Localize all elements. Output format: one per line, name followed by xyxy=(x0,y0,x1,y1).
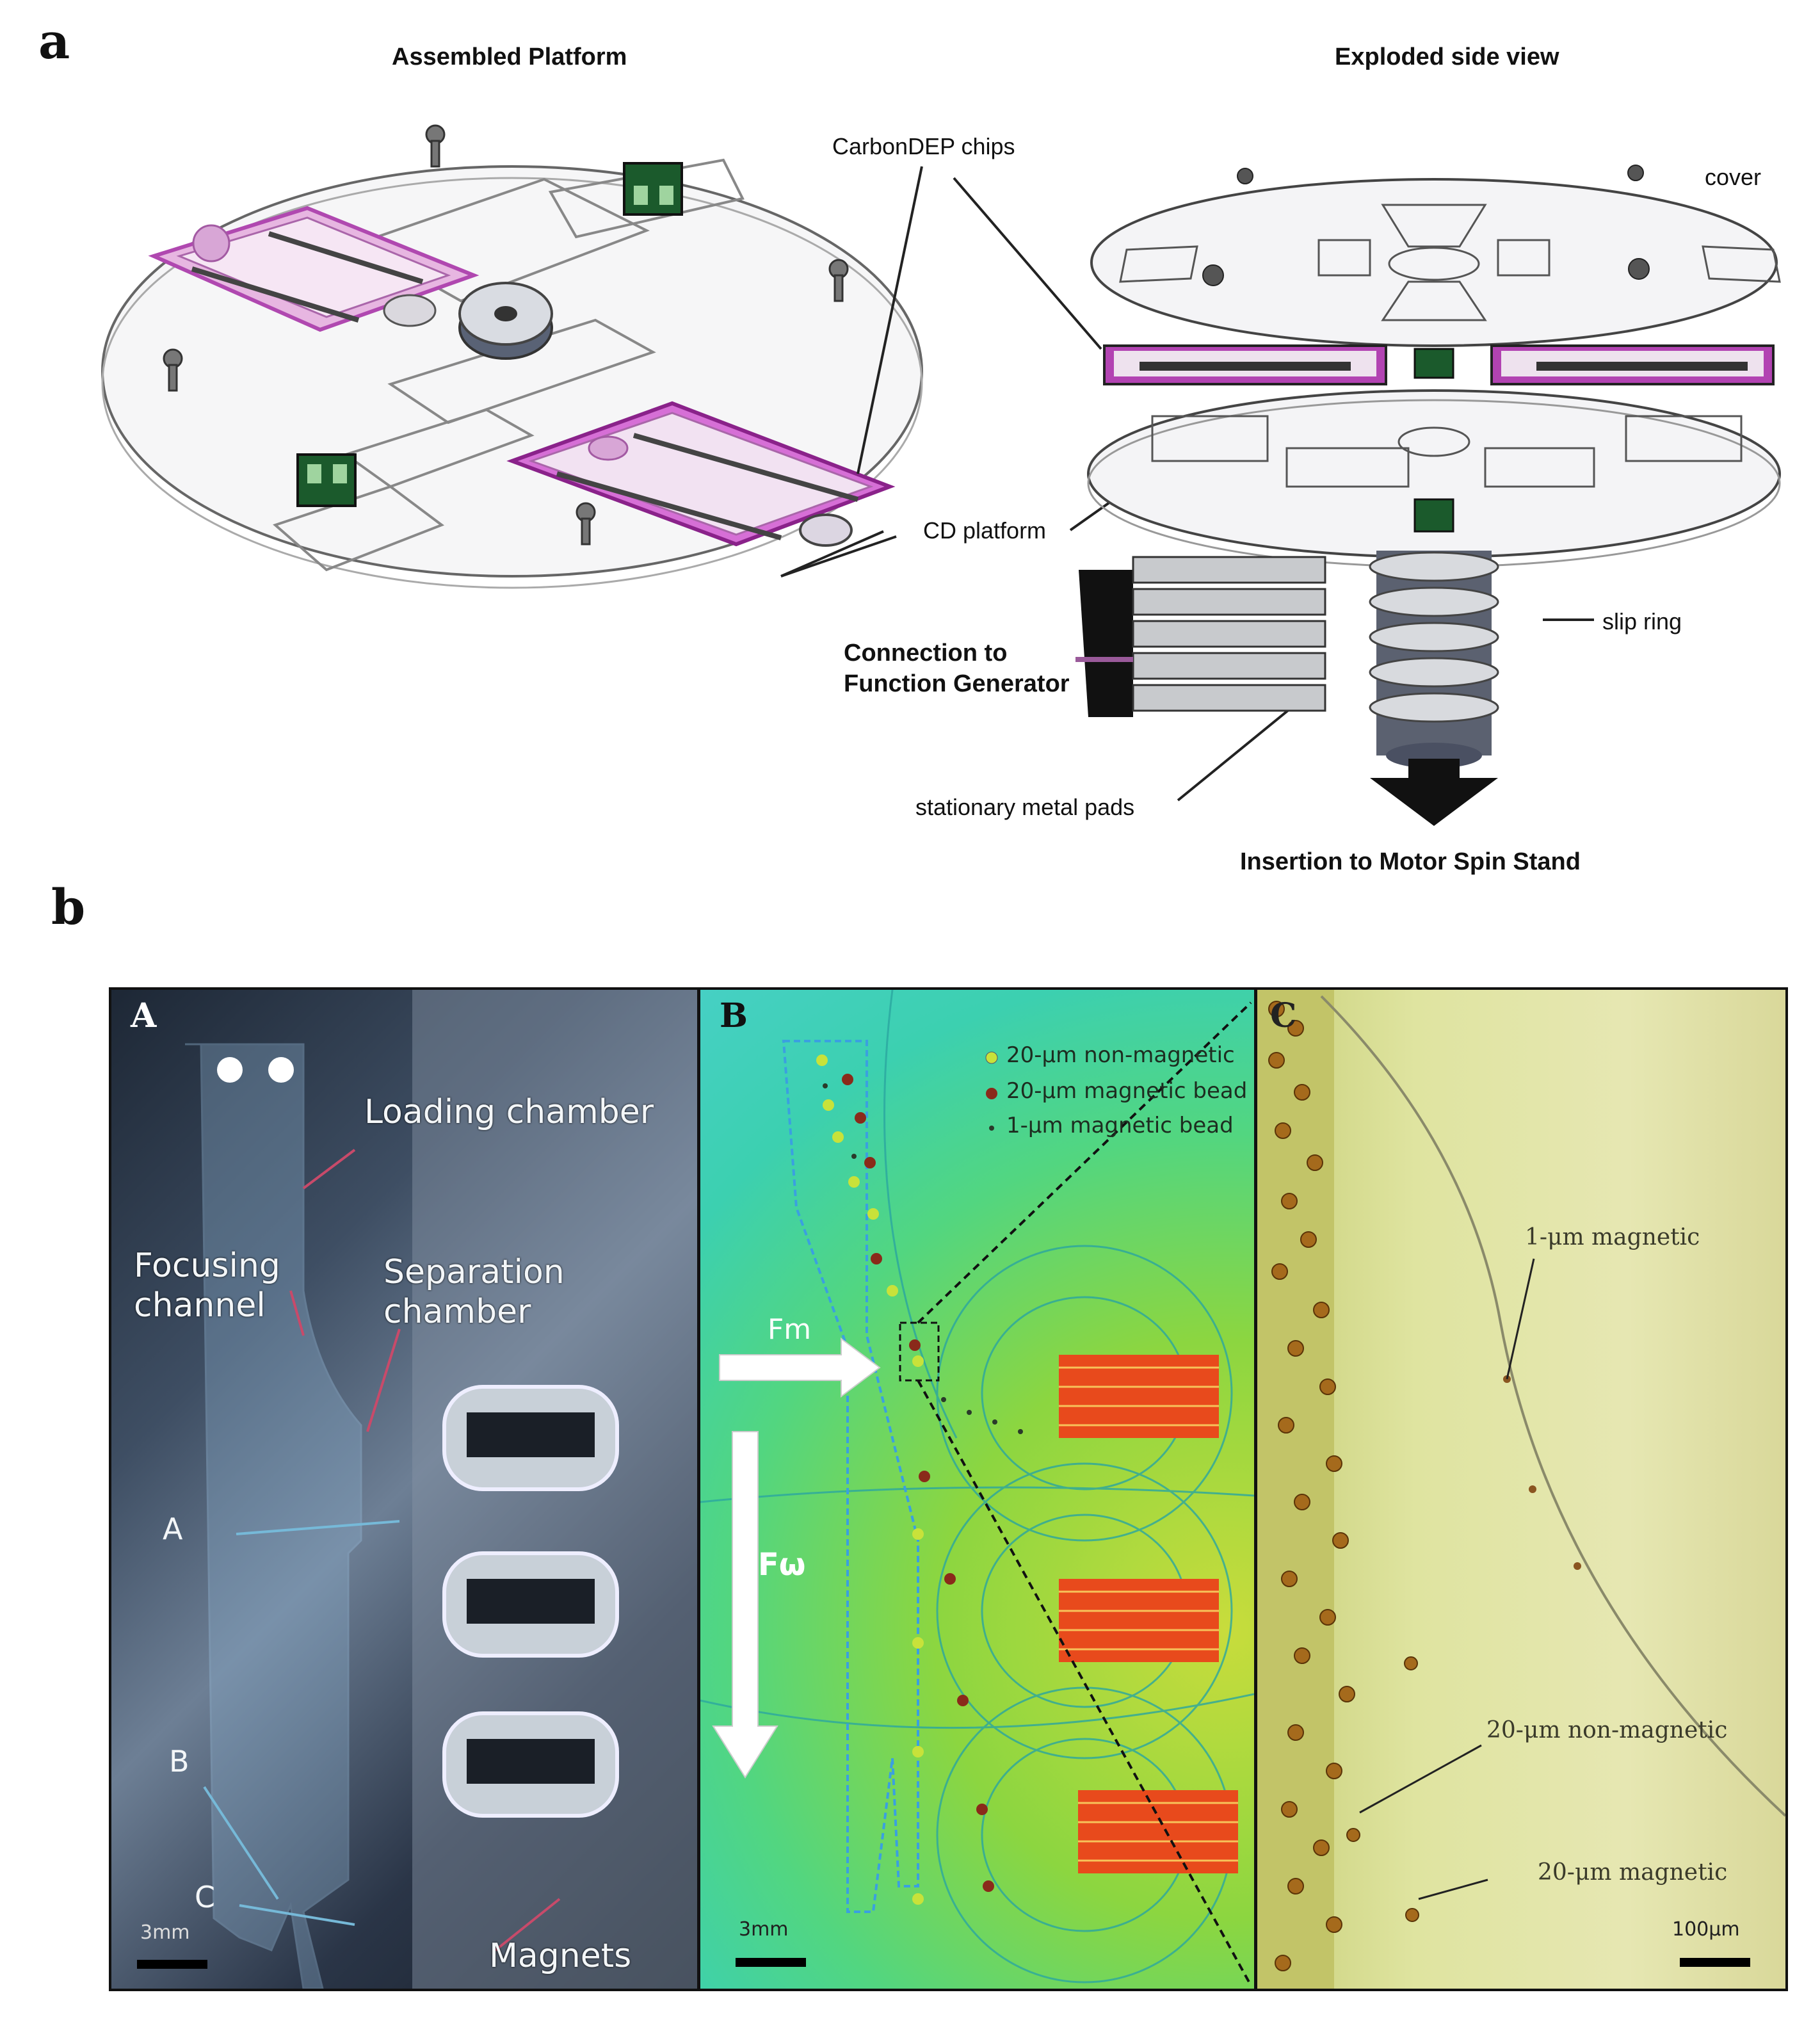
magnet-top xyxy=(442,1385,619,1491)
legend-nonmagnetic-label: 20-μm non-magnetic xyxy=(1006,1042,1235,1068)
legend-magnetic-bead-label: 20-μm magnetic bead xyxy=(1006,1078,1248,1104)
mark-a-label: A xyxy=(163,1512,183,1546)
subpanel-c-letter: C xyxy=(1270,996,1297,1035)
leader-lines-a xyxy=(780,177,1594,802)
insertion-arrow xyxy=(1370,759,1498,826)
focusing-channel-label: Focusing channel xyxy=(134,1247,280,1325)
metal-pads-label: stationary metal pads xyxy=(915,794,1135,820)
magnet-field-top xyxy=(1059,1355,1219,1438)
function-generator-label: Connection to Function Generator xyxy=(844,640,1070,697)
assembled-platform-illustration xyxy=(101,124,923,589)
slip-ring-label: slip ring xyxy=(1602,608,1682,634)
exploded-side-view-illustration xyxy=(1075,165,1781,826)
subpanel-c-micrograph: C 1-μm magnetic 20-μm non-magnetic 20-μm… xyxy=(1255,987,1788,1991)
green-connector-bottom xyxy=(296,453,357,507)
loading-chamber-label: Loading chamber xyxy=(364,1093,654,1131)
photo-overlay xyxy=(137,990,697,1989)
legend-markers xyxy=(985,1051,998,1131)
cd-platform-label: CD platform xyxy=(923,517,1047,544)
subpanel-a-scale-label: 3mm xyxy=(140,1921,190,1944)
separation-chamber-label: Separation chamber xyxy=(383,1253,565,1331)
channel-wall-curve xyxy=(1320,995,1785,1817)
magnet-field-middle xyxy=(1059,1579,1219,1662)
chip-outline xyxy=(185,1043,362,1989)
carbondep-chips-side xyxy=(1103,344,1775,385)
cd-platform-disc xyxy=(1087,389,1781,568)
magnet-middle xyxy=(442,1551,619,1658)
exploded-view-title: Exploded side view xyxy=(1335,44,1559,70)
fw-arrow xyxy=(712,1431,778,1779)
cover-disc xyxy=(1090,165,1781,347)
beads xyxy=(816,1054,1023,1905)
stationary-metal-pads xyxy=(1075,556,1326,717)
subpanel-b-letter: B xyxy=(720,996,748,1035)
simulation-overlay xyxy=(700,990,1254,1986)
magnet-bottom xyxy=(442,1711,619,1818)
subpanel-a-photo: A Loading chamber Focusing channel Separ… xyxy=(109,987,700,1991)
twenty-um-magnetic-label: 20-μm magnetic xyxy=(1538,1859,1728,1886)
cover-label: cover xyxy=(1705,164,1762,190)
one-um-magnetic-label: 1-μm magnetic xyxy=(1525,1224,1700,1250)
mark-c-label: C xyxy=(195,1880,216,1914)
green-connector-top xyxy=(623,162,683,216)
slip-ring xyxy=(1369,551,1499,768)
assembled-platform-title: Assembled Platform xyxy=(392,44,627,70)
subpanel-c-scale-label: 100μm xyxy=(1672,1918,1740,1941)
channel-outline xyxy=(782,1040,919,1913)
carbondep-chips-label: CarbonDEP chips xyxy=(832,133,1015,159)
panel-b-letter: b xyxy=(51,878,86,935)
accumulated-beads xyxy=(1268,1001,1419,1971)
subpanel-b-scale-label: 3mm xyxy=(739,1918,789,1941)
insertion-label: Insertion to Motor Spin Stand xyxy=(1240,848,1581,875)
force-magnetic-label: Fm xyxy=(768,1313,812,1346)
mark-b-label: B xyxy=(169,1744,189,1779)
magnet-field-bottom xyxy=(1078,1790,1238,1873)
twenty-um-nonmagnetic-label: 20-μm non-magnetic xyxy=(1486,1717,1728,1743)
force-centrifugal-label: Fω xyxy=(758,1547,806,1583)
panel-a-letter: a xyxy=(38,13,70,70)
magnets-label: Magnets xyxy=(489,1937,632,1975)
subpanel-a-letter: A xyxy=(131,996,157,1035)
legend-1um-bead-label: 1-μm magnetic bead xyxy=(1006,1113,1234,1138)
micrograph-overlay xyxy=(1257,990,1785,1989)
fm-arrow xyxy=(719,1337,881,1398)
subpanel-b-simulation: B 20-μm non-magnetic 20-μm magnetic bead… xyxy=(698,987,1257,1991)
